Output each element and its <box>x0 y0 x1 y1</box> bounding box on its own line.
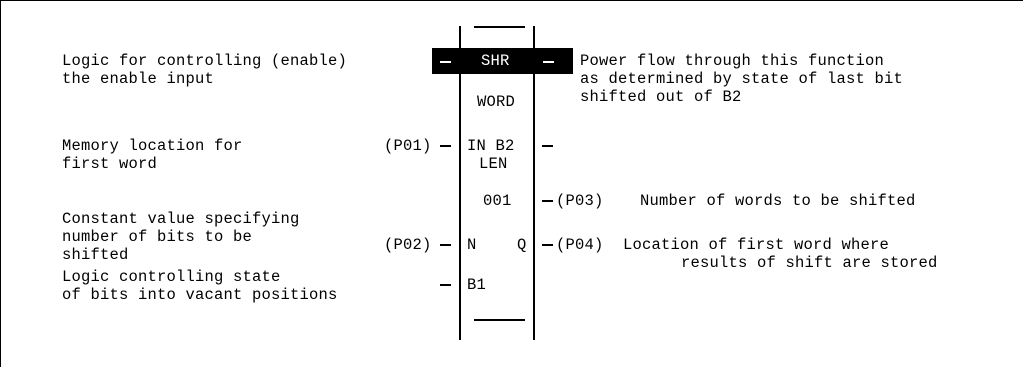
power-annotation-line3: shifted out of B2 <box>580 88 742 106</box>
logic-annotation-line2: of bits into vacant positions <box>62 286 338 304</box>
enable-annotation-line1: Logic for controlling (enable) <box>62 52 348 70</box>
in-b2-label: IN B2 <box>467 137 515 155</box>
constant-annotation-param: (P02) <box>384 236 432 254</box>
len-output-dash <box>542 200 553 202</box>
memory-annotation-param: (P01) <box>384 137 432 155</box>
p03-annotation: Number of words to be shifted <box>640 192 916 210</box>
in-b2-output-dash <box>542 145 553 147</box>
p04-annotation-line1: Location of first word where <box>623 236 890 254</box>
power-output-connector <box>543 61 554 63</box>
constant-annotation-line2: number of bits to be <box>62 228 253 246</box>
constant-annotation-line1: Constant value specifying <box>62 210 300 228</box>
function-name: SHR <box>481 52 510 70</box>
q-output-dash <box>542 244 553 246</box>
memory-annotation-line1: Memory location for <box>62 137 243 155</box>
enable-input-connector <box>440 61 451 63</box>
n-input-dash <box>440 244 451 246</box>
power-annotation-line2: as determined by state of last bit <box>580 70 904 88</box>
block-bottom-line <box>474 319 525 321</box>
enable-annotation-line2: the enable input <box>62 70 215 88</box>
len-value: 001 <box>483 192 512 210</box>
p04-annotation-line2: results of shift are stored <box>681 254 938 272</box>
p04-param: (P04) <box>556 236 604 254</box>
len-label: LEN <box>479 155 508 173</box>
p03-param: (P03) <box>556 192 604 210</box>
n-label: N <box>467 236 477 254</box>
logic-annotation-line1: Logic controlling state <box>62 268 281 286</box>
in-b2-input-dash <box>440 145 451 147</box>
memory-annotation-line2: first word <box>62 155 158 173</box>
b1-label: B1 <box>467 276 487 294</box>
constant-annotation-line3: shifted <box>62 246 129 264</box>
q-label: Q <box>517 236 527 254</box>
b1-input-dash <box>440 284 451 286</box>
block-left-border <box>459 26 461 340</box>
block-top-line <box>474 26 525 28</box>
function-type: WORD <box>477 93 516 111</box>
power-annotation-line1: Power flow through this function <box>580 52 885 70</box>
block-right-border <box>533 26 535 340</box>
